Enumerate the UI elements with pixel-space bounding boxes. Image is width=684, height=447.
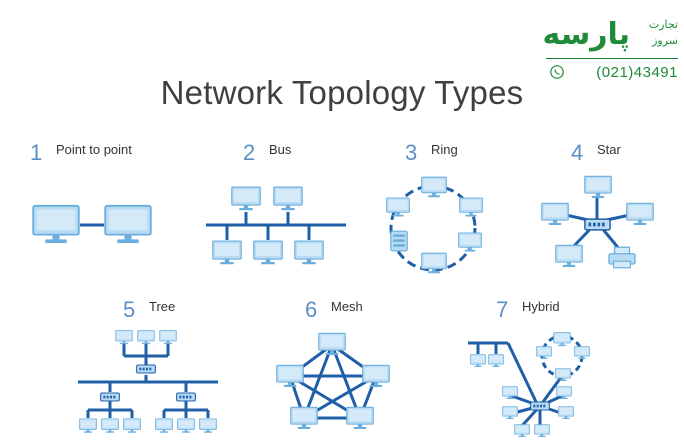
tree-diagram [78,330,218,434]
computer-icon [470,354,486,368]
computer-icon [79,418,97,434]
computer-icon [290,406,318,430]
computer-icon [536,346,552,360]
brand-divider [546,58,678,59]
computer-icon [177,418,195,434]
topology-number-5: 5 [123,297,136,322]
computer-icon [362,364,390,388]
topology-label-bus: Bus [269,142,292,157]
point-to-point-diagram [32,204,152,244]
computer-icon [199,418,217,434]
brand-logo: پارسه تجارت سروز (021)43491 [542,12,678,84]
computer-icon [155,418,173,434]
hub-icon [530,401,550,411]
computer-icon [421,176,447,198]
topology-label-tree: Tree [149,299,176,314]
computer-icon [101,418,119,434]
brand-phone: (021)43491 [596,64,678,81]
bus-diagram [206,186,346,265]
topology-number-4: 4 [571,140,584,165]
topology-number-2: 2 [243,140,256,165]
brand-name: پارسه [542,17,631,52]
computer-icon [231,186,261,211]
hub-icon [100,392,120,402]
printer-icon [608,246,636,269]
brand-tagline-1: تجارت [648,18,678,31]
topology-label-point-to-point: Point to point [56,142,132,157]
topology-number-6: 6 [305,297,318,322]
computer-icon [137,330,155,345]
computer-icon [626,202,654,226]
hub-icon [136,364,156,374]
computer-icon [555,368,571,382]
computer-icon [502,406,518,420]
computer-icon [104,204,152,244]
computer-icon [115,330,133,345]
computer-icon [123,418,141,434]
hub-icon [584,218,611,231]
topology-number-1: 1 [30,140,43,165]
computer-icon [514,424,530,438]
topology-label-ring: Ring [431,142,458,157]
computer-icon [553,332,571,347]
mesh-diagram [276,332,390,430]
topology-number-7: 7 [496,297,509,322]
computer-icon [534,424,550,438]
computer-icon [584,175,612,199]
server-icon [390,230,408,252]
brand-tagline-2: سروز [652,34,678,47]
computer-icon [212,240,242,265]
topology-number-3: 3 [405,140,418,165]
computer-icon [488,354,504,368]
hub-icon [176,392,196,402]
computer-icon [253,240,283,265]
computer-icon [294,240,324,265]
topology-label-star: Star [597,142,621,157]
computer-icon [159,330,177,345]
ring-diagram [386,176,483,274]
topology-label-mesh: Mesh [331,299,363,314]
computer-icon [273,186,303,211]
computer-icon [386,197,410,217]
computer-icon [558,406,574,420]
phone-icon [550,65,564,79]
page-title: Network Topology Types [160,74,524,111]
computer-icon [541,202,569,226]
computer-icon [458,232,482,252]
computer-icon [459,197,483,217]
computer-icon [276,364,304,388]
computer-icon [32,204,80,244]
computer-icon [555,244,583,268]
computer-icon [574,346,590,360]
hybrid-diagram [468,332,590,438]
star-diagram [541,175,654,269]
computer-icon [346,406,374,430]
topology-label-hybrid: Hybrid [522,299,560,314]
